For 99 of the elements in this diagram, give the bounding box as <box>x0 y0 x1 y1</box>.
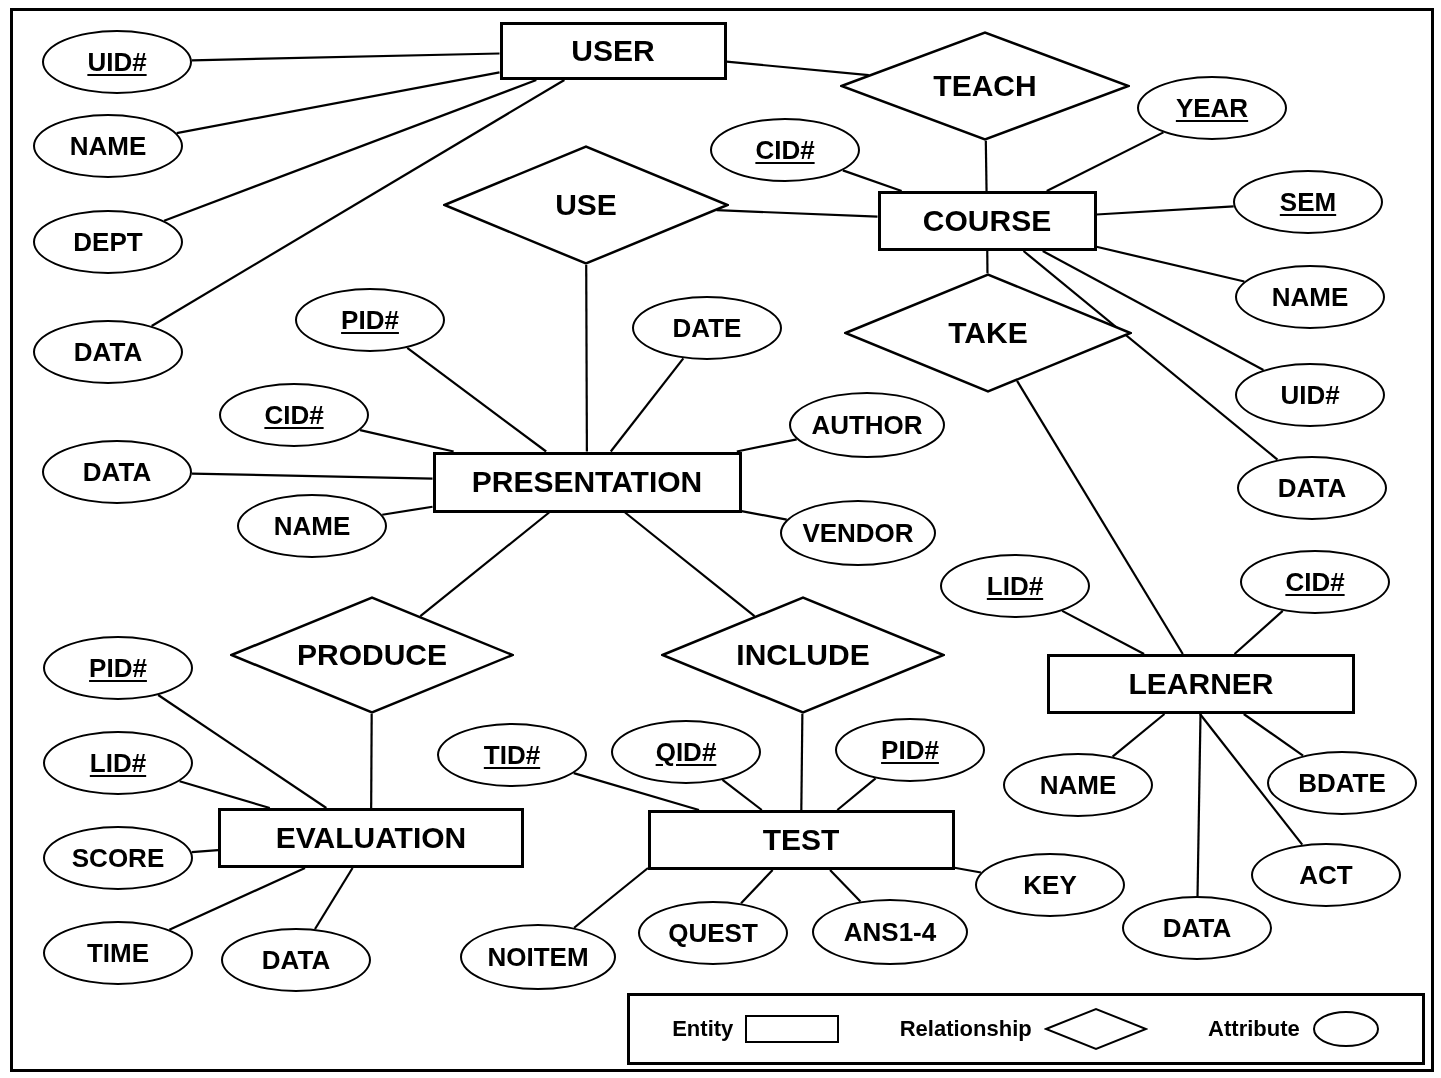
attribute-name: DATA <box>82 456 152 488</box>
attribute-name: SCORE <box>71 842 165 874</box>
attribute-name: QID# <box>655 736 717 768</box>
attribute-name: NAME <box>69 130 147 162</box>
connector-line <box>382 505 433 516</box>
connector-line <box>151 79 565 327</box>
connector-line <box>609 357 685 453</box>
relationship-name: INCLUDE <box>736 638 870 672</box>
connector-line <box>1243 713 1304 757</box>
connector-line <box>314 867 354 930</box>
entity-name: TEST <box>762 823 840 857</box>
connector-line <box>419 511 550 617</box>
attribute-name: DATA <box>73 336 143 368</box>
connector-line <box>954 866 982 874</box>
connector-line <box>1016 380 1184 655</box>
attribute-name: CID# <box>755 134 815 166</box>
legend-label: Relationship <box>899 1016 1032 1042</box>
connector-line <box>986 251 989 274</box>
attribute-ellipse <box>1267 751 1417 815</box>
attribute-name: CID# <box>264 399 324 431</box>
legend-label: Entity <box>672 1016 734 1042</box>
relationship-name: TAKE <box>948 316 1028 350</box>
connector-line <box>842 169 902 193</box>
attribute-name: LID# <box>986 570 1044 602</box>
relationship-name: TEACH <box>933 69 1037 103</box>
connector-line <box>585 264 588 452</box>
entity-box <box>1047 654 1355 714</box>
connector-line <box>168 867 306 931</box>
relationship-diamond <box>844 273 1132 393</box>
entity-name: LEARNER <box>1128 667 1274 701</box>
attribute-name: YEAR <box>1175 92 1249 124</box>
attribute-name: CID# <box>1285 566 1345 598</box>
connector-line <box>370 713 373 808</box>
attribute-name: ACT <box>1299 859 1353 891</box>
relationship-name: PRODUCE <box>297 638 447 672</box>
connector-line <box>800 713 804 810</box>
attribute-name: TIME <box>86 937 150 969</box>
entity-box <box>647 810 955 870</box>
attribute-name: LID# <box>89 747 147 779</box>
attribute-name: NOITEM <box>487 941 589 973</box>
attribute-name: DATA <box>1162 912 1232 944</box>
connector-line <box>191 472 433 480</box>
connector-line <box>741 510 787 521</box>
attribute-name: VENDOR <box>802 517 914 549</box>
attribute-name: DEPT <box>73 226 143 258</box>
relationship-diamond <box>230 596 514 714</box>
attribute-name: UID# <box>1280 379 1340 411</box>
connector-line <box>726 60 869 77</box>
connector-line <box>721 779 763 811</box>
connector-line <box>163 78 537 222</box>
attribute-name: AUTHOR <box>811 409 923 441</box>
connector-line <box>716 209 878 218</box>
attribute-name: NAME <box>273 510 351 542</box>
connector-line <box>624 511 756 617</box>
connector-line <box>359 429 454 453</box>
attribute-name: DATA <box>261 944 331 976</box>
attribute-name: PID# <box>89 652 147 684</box>
connector-line <box>1196 714 1202 896</box>
attribute-name: PID# <box>341 304 399 336</box>
entity-box <box>877 191 1097 251</box>
connector-line <box>191 849 219 854</box>
attribute-name: ANS1-4 <box>843 916 937 948</box>
connector-line <box>191 52 500 62</box>
attribute-name: QUEST <box>668 917 758 949</box>
relationship-name: USE <box>555 188 617 222</box>
entity-box <box>432 451 742 513</box>
relationship-diamond <box>661 596 945 714</box>
connector-line <box>1096 245 1245 283</box>
connector-line <box>984 140 988 191</box>
entity-name: EVALUATION <box>275 821 467 855</box>
entity-box <box>499 22 727 80</box>
legend-label: Attribute <box>1208 1016 1300 1042</box>
connector-line <box>736 438 797 453</box>
relationship-diamond <box>840 31 1130 141</box>
connector-line <box>1096 205 1234 216</box>
attribute-name: KEY <box>1023 869 1077 901</box>
entity-name: USER <box>571 34 655 68</box>
connector-line <box>179 780 271 810</box>
entity-box <box>218 808 524 868</box>
relationship-diamond <box>443 145 729 265</box>
attribute-name: UID# <box>87 46 147 78</box>
entity-name: PRESENTATION <box>471 465 703 499</box>
connector-line <box>1199 713 1304 846</box>
attribute-name: NAME <box>1039 769 1117 801</box>
connector-line <box>1061 609 1145 655</box>
attribute-name: TID# <box>483 739 541 771</box>
connector-line <box>1042 250 1264 371</box>
attribute-name: SEM <box>1279 186 1337 218</box>
connector-line <box>573 772 700 812</box>
entity-name: COURSE <box>922 204 1052 238</box>
connector-line <box>1046 131 1164 192</box>
attribute-name: PID# <box>881 734 939 766</box>
connector-line <box>406 346 547 453</box>
attribute-name: NAME <box>1271 281 1349 313</box>
attribute-name: DATA <box>1277 472 1347 504</box>
connector-line <box>157 694 327 809</box>
attribute-name: BDATE <box>1298 767 1386 799</box>
attribute-name: DATE <box>672 312 742 344</box>
connector-line <box>176 71 500 135</box>
